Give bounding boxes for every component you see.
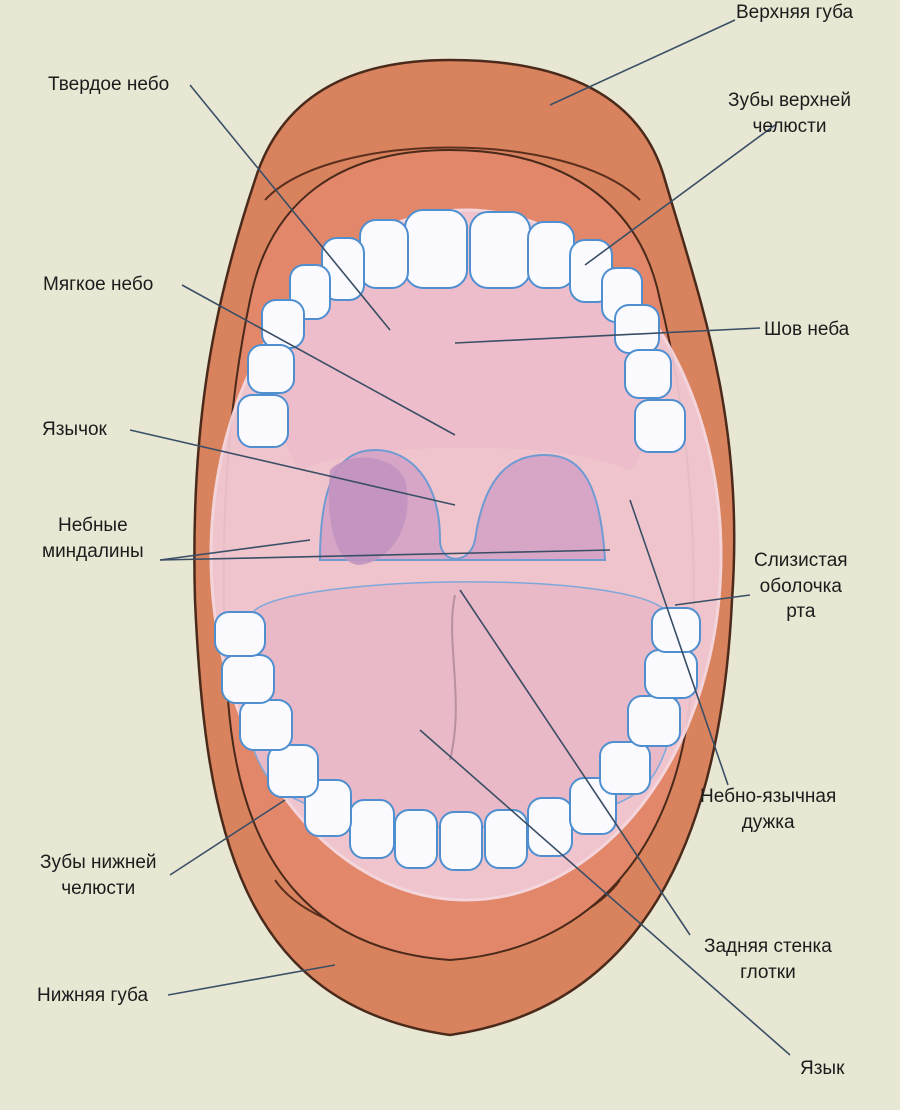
pointer-arch [629,499,729,786]
label-pharynx-wall: Задняя стенка глотки [704,936,832,983]
pointer-lines [129,19,791,1056]
pointer-palate-suture [454,327,761,344]
pointer-pharynx [459,589,691,936]
label-palate-suture: Шов неба [764,319,850,340]
label-oral-mucosa: Слизистая оболочка рта [754,550,848,623]
label-palatine-tonsils: Небные миндалины [42,515,144,562]
tongue-midline [449,594,457,761]
label-palatoglossal-arch: Небно-язычная дужка [700,786,837,833]
pointer-soft-palate [181,284,456,436]
pointer-tonsil-right [159,549,611,561]
pointer-upper-teeth [584,124,776,266]
label-hard-palate: Твердое небо [48,74,170,95]
upper-teeth [237,209,686,453]
pointer-hard-palate [189,84,391,331]
pointer-tongue [419,729,791,1056]
pointer-tonsil-left [159,539,311,561]
pointer-lower-lip [167,964,336,996]
label-lower-lip: Нижняя губа [37,985,149,1006]
label-uvula: Язычок [42,419,107,440]
lower-teeth [214,607,701,871]
pointer-upper-lip [549,19,736,106]
pointer-uvula [129,429,456,506]
label-upper-teeth: Зубы верхней челюсти [728,90,851,137]
pointer-lower-teeth [169,799,286,876]
label-tongue: Язык [800,1058,845,1079]
upper-lip-groove [264,146,641,201]
label-upper-lip: Верхняя губа [736,2,854,23]
pointer-mucosa [674,594,751,606]
label-soft-palate: Мягкое небо [43,274,154,295]
label-lower-teeth: Зубы нижней челюсти [40,852,157,899]
left-tonsil [328,457,408,565]
palate [279,270,651,470]
